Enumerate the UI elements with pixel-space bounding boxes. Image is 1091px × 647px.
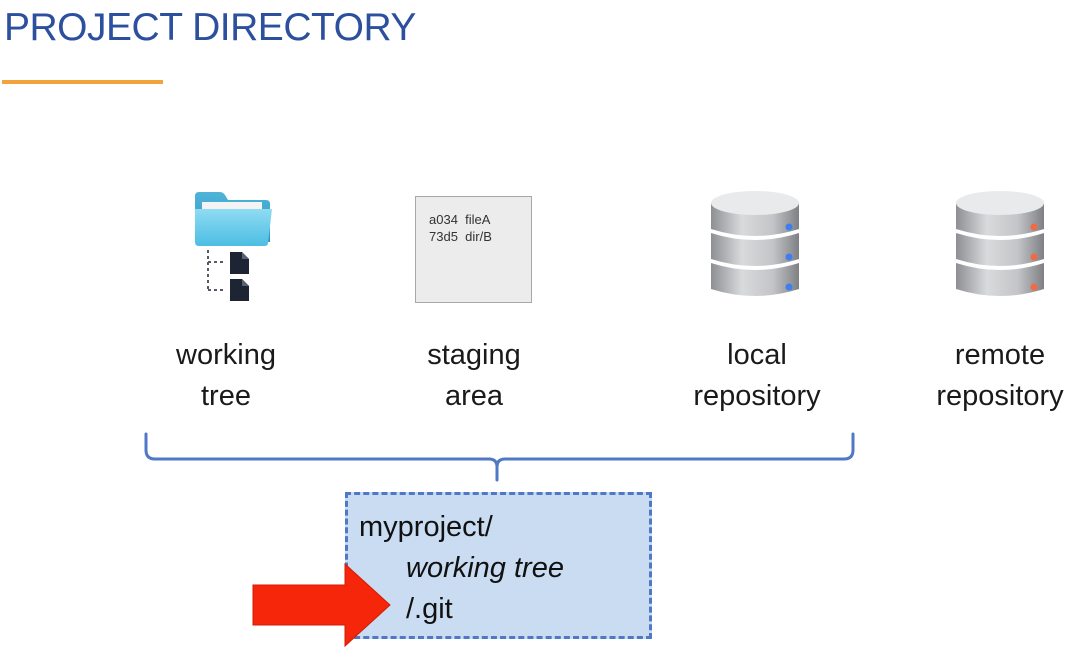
label-working-tree: working tree: [176, 339, 276, 412]
directory-root: myproject/: [359, 511, 493, 543]
index-entry: a034 fileA: [429, 212, 491, 227]
label-remote-repository: remote repository: [936, 339, 1064, 412]
directory-git: /.git: [406, 593, 453, 625]
index-entry: 73d5 dir/B: [429, 229, 492, 244]
status-indicator: [1030, 283, 1038, 291]
status-indicator: [785, 223, 793, 231]
label-local-repository: local repository: [693, 339, 821, 412]
label-staging-area: staging area: [427, 339, 521, 412]
remote-database-icon: [952, 189, 1048, 303]
right-arrow-icon: [252, 562, 392, 647]
project-directory-box: myproject/ working tree /.git: [345, 492, 652, 639]
status-indicator: [785, 253, 793, 261]
status-indicator: [1030, 223, 1038, 231]
directory-working-tree: working tree: [406, 552, 564, 584]
status-indicator: [1030, 253, 1038, 261]
local-database-icon: [707, 189, 803, 303]
folder-tree-icon: [192, 190, 274, 302]
title-underline: [2, 80, 163, 84]
staging-index-file: a034 fileA 73d5 dir/B: [415, 196, 532, 303]
page-title: PROJECT DIRECTORY: [4, 6, 416, 49]
status-indicator: [785, 283, 793, 291]
